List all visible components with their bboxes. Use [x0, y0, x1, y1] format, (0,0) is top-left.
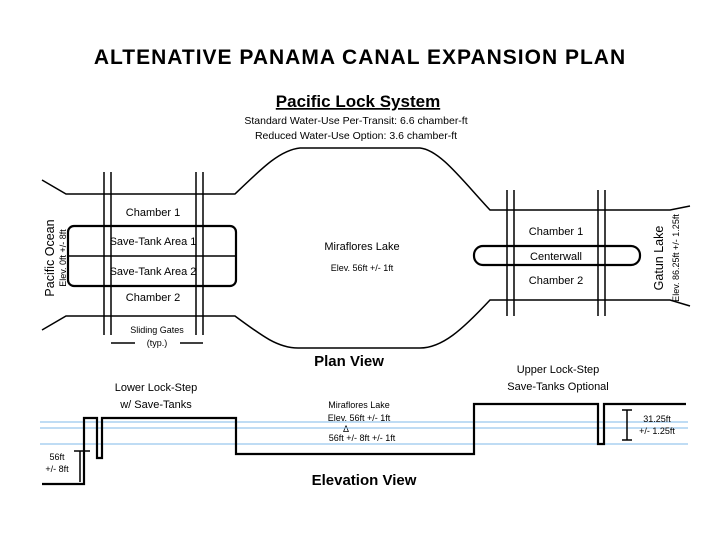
left-chamber-1-label: Chamber 1 — [126, 207, 180, 219]
water-levels — [40, 421, 688, 445]
right-lock-gates — [506, 190, 606, 316]
left-dim-value: 56ft — [49, 452, 65, 462]
plan-view-outline — [41, 147, 691, 349]
reduced-water-note: Reduced Water-Use Option: 3.6 chamber-ft — [255, 130, 457, 142]
right-chamber-2-label: Chamber 2 — [529, 275, 583, 287]
elev-lake-elev: Elev. 56ft +/- 1ft — [328, 413, 391, 423]
left-lock-gates — [103, 172, 204, 335]
standard-water-note: Standard Water-Use Per-Transit: 6.6 cham… — [244, 115, 467, 127]
left-dim-tolerance: +/- 8ft — [45, 464, 69, 474]
save-tank-area-2-label: Save-Tank Area 2 — [110, 266, 197, 278]
sliding-gates-typ-label: (typ.) — [147, 338, 168, 348]
miraflores-lake-label: Miraflores Lake — [324, 241, 399, 253]
system-subtitle: Pacific Lock System — [276, 92, 440, 111]
gatun-lake-elev: Elev. 86.25ft +/- 1.25ft — [671, 214, 681, 302]
elev-lake-label: Miraflores Lake — [328, 400, 390, 410]
miraflores-elev-label: Elev. 56ft +/- 1ft — [331, 263, 394, 273]
centerwall-label: Centerwall — [530, 251, 582, 263]
pacific-ocean-label: Pacific Ocean — [43, 219, 57, 296]
lower-save-tanks-label: w/ Save-Tanks — [119, 399, 192, 411]
delta-value: 56ft +/- 8ft +/- 1ft — [329, 433, 396, 443]
left-chamber-2-label: Chamber 2 — [126, 292, 180, 304]
lower-lock-step-label: Lower Lock-Step — [115, 382, 198, 394]
centerwall-block — [472, 244, 642, 267]
right-dim-tolerance: +/- 1.25ft — [639, 426, 675, 436]
right-dim-value: 31.25ft — [643, 414, 671, 424]
page-title: ALTENATIVE PANAMA CANAL EXPANSION PLAN — [94, 46, 626, 69]
gatun-lake-label: Gatun Lake — [652, 226, 666, 291]
left-lock: Chamber 1 Save-Tank Area 1 Save-Tank Are… — [66, 207, 238, 348]
right-chamber-1-label: Chamber 1 — [529, 226, 583, 238]
save-tank-area-1-label: Save-Tank Area 1 — [110, 236, 197, 248]
delta-symbol: Δ — [343, 424, 349, 434]
upper-lock-step-label: Upper Lock-Step — [517, 364, 600, 376]
upper-save-tanks-label: Save-Tanks Optional — [507, 381, 609, 393]
elevation-view-label: Elevation View — [312, 472, 417, 489]
right-lock: Chamber 1 Centerwall Chamber 2 — [472, 226, 642, 287]
plan-view-label: Plan View — [314, 353, 384, 370]
pacific-ocean-elev: Elev. 0ft +/- 8ft — [58, 229, 68, 287]
sliding-gates-label: Sliding Gates — [130, 325, 184, 335]
